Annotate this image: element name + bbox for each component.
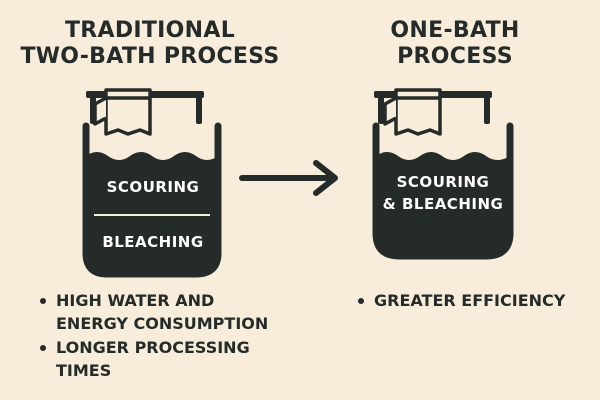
two-bath-tank-icon — [82, 88, 222, 278]
right-arrow-icon — [239, 160, 338, 196]
bullet-line: GREATER EFFICIENCY — [374, 291, 566, 310]
towel-icon — [93, 88, 152, 136]
one-bath-title-line1: ONE-BATH — [390, 18, 520, 43]
one-bath-tank-icon — [372, 88, 514, 260]
one-bath-benefits-list: GREATER EFFICIENCY — [356, 289, 586, 313]
scouring-bleaching-bath-label: SCOURING & BLEACHING — [376, 171, 510, 215]
combined-label-line2: & BLEACHING — [382, 195, 504, 213]
list-item: GREATER EFFICIENCY — [356, 289, 586, 312]
one-bath-process-title: ONE-BATH PROCESS — [330, 18, 580, 70]
combined-label-line1: SCOURING — [396, 173, 490, 191]
traditional-title-line2: TWO-BATH PROCESS — [20, 44, 280, 69]
bullet-line: TIMES — [56, 361, 112, 380]
one-bath-title-line2: PROCESS — [397, 44, 513, 69]
list-item: LONGER PROCESSING TIMES — [38, 336, 288, 382]
bullet-line: HIGH WATER AND — [56, 291, 215, 310]
bullet-line: LONGER PROCESSING — [56, 338, 250, 357]
bullet-line: ENERGY CONSUMPTION — [56, 314, 269, 333]
list-item: HIGH WATER AND ENERGY CONSUMPTION — [38, 289, 288, 335]
bleaching-bath-label: BLEACHING — [102, 233, 204, 251]
towel-icon — [383, 88, 442, 136]
traditional-process-title: TRADITIONAL TWO-BATH PROCESS — [10, 18, 290, 70]
scouring-bath-label: SCOURING — [106, 178, 200, 196]
traditional-drawbacks-list: HIGH WATER AND ENERGY CONSUMPTION LONGER… — [38, 289, 288, 383]
traditional-title-line1: TRADITIONAL — [64, 18, 236, 43]
